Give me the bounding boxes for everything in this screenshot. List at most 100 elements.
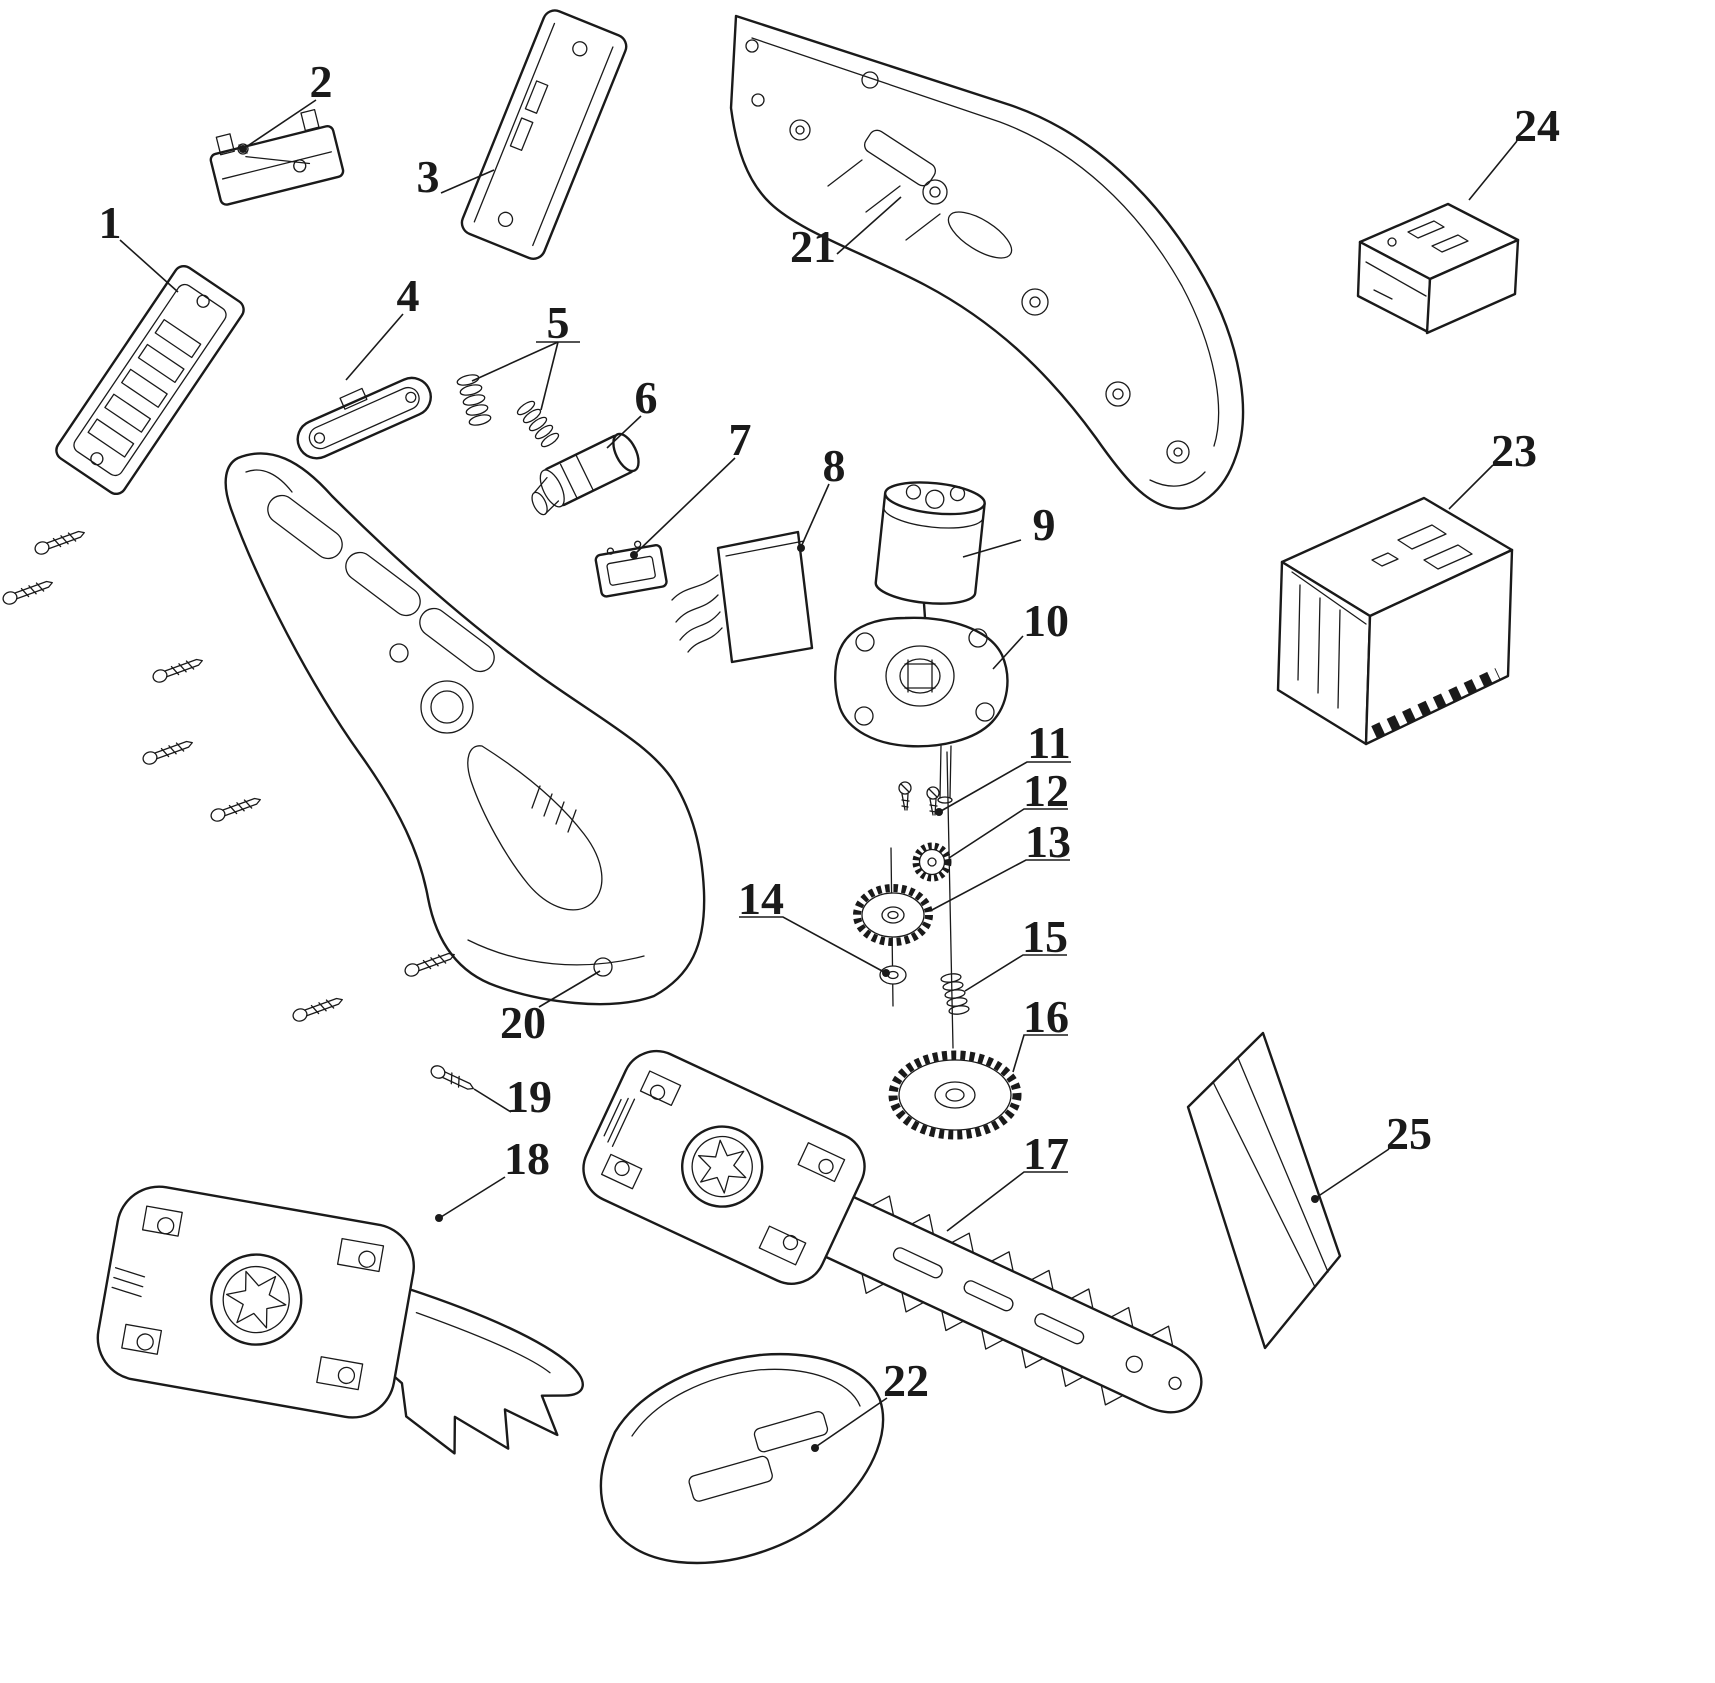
part-label-10: 10	[1023, 595, 1069, 646]
part-2-bracket	[209, 108, 345, 206]
grip-ribs	[603, 1097, 636, 1147]
part-18-shear-blade	[96, 1185, 584, 1455]
part-label-9: 9	[1033, 499, 1056, 550]
housing-slot	[947, 211, 1013, 259]
leader-23	[1448, 464, 1494, 510]
screw-hole	[855, 632, 875, 652]
screw-hole	[293, 159, 307, 173]
part-label-8: 8	[823, 440, 846, 491]
screw-hole	[389, 643, 409, 663]
part-9-motor	[874, 481, 986, 629]
leader-25	[1316, 1148, 1390, 1198]
part-label-14: 14	[738, 873, 784, 924]
star-knob	[697, 1139, 747, 1194]
part-label-2: 2	[310, 56, 333, 107]
screw-hole	[136, 1333, 154, 1351]
battery-terminals	[1371, 524, 1473, 570]
part-label-24: 24	[1514, 100, 1560, 151]
vent-slot	[87, 418, 135, 458]
screw	[404, 952, 455, 977]
vent-slot	[104, 393, 151, 433]
part-17-hedge-blade	[582, 1049, 1203, 1414]
part-label-18: 18	[504, 1133, 550, 1184]
part-19-screw	[430, 1065, 474, 1090]
screw-hole	[614, 1160, 630, 1177]
shear-teeth-blade	[391, 1287, 584, 1455]
motor-terminal	[949, 485, 966, 502]
part-15-spring	[940, 973, 970, 1015]
leader-1	[119, 239, 179, 293]
part-6-cylinder	[531, 432, 640, 516]
mounting-screws	[2, 530, 455, 1022]
spring	[516, 400, 560, 448]
part-20-handle-housing	[224, 452, 706, 1006]
part-label-5: 5	[547, 297, 570, 348]
blade-slot	[963, 1280, 1014, 1312]
leader-24	[1468, 140, 1518, 201]
leader-4	[345, 313, 404, 381]
part-label-23: 23	[1491, 425, 1537, 476]
part-label-15: 15	[1022, 911, 1068, 962]
leader-11	[940, 761, 1071, 812]
part-8-pcb-plate	[671, 530, 814, 664]
leader-8	[800, 483, 830, 548]
part-13-gear	[853, 884, 933, 946]
knob-ring	[680, 1125, 764, 1208]
screw	[142, 740, 193, 765]
screw	[152, 658, 203, 683]
screw	[34, 530, 85, 555]
cover-slot	[753, 1411, 829, 1453]
battery-latch-teeth	[1371, 668, 1501, 738]
leader-5a	[471, 341, 559, 382]
leader-14	[739, 916, 885, 973]
pivot-hole	[313, 432, 326, 444]
vent-slot	[137, 343, 185, 384]
leader-13	[929, 859, 1070, 912]
battery-side	[1364, 548, 1514, 746]
screw-hole	[854, 706, 874, 726]
leader-17	[946, 1171, 1068, 1232]
cover-slot	[688, 1455, 773, 1502]
part-10-gearbox	[834, 616, 1009, 804]
grip-ribs	[531, 785, 577, 833]
screw-hole	[572, 41, 588, 57]
leader-2	[242, 99, 317, 150]
grip-slot	[267, 494, 343, 560]
screw	[210, 797, 261, 822]
part-labels: 1 2 3 4 5 6 7 8 9 10 11 12 13 14 15 16 1…	[99, 56, 1561, 1406]
part-25-blade-sheath	[1186, 1031, 1342, 1350]
part-label-11: 11	[1027, 717, 1070, 768]
grip-ribs	[111, 1267, 146, 1298]
part-22-blade-cover	[599, 1353, 885, 1565]
part-7-switch	[594, 540, 668, 598]
part-24-charger	[1356, 202, 1520, 335]
leader-lines	[119, 99, 1518, 1452]
leader-5b	[540, 341, 559, 411]
part-label-22: 22	[883, 1355, 929, 1406]
part-label-20: 20	[500, 997, 546, 1048]
star-knob	[226, 1270, 287, 1329]
part-11-screws	[898, 781, 940, 816]
part-label-3: 3	[417, 151, 440, 202]
screw-hole	[196, 294, 210, 308]
part-4-lock-lever	[296, 376, 432, 460]
part-label-21: 21	[790, 221, 836, 272]
screw-hole	[157, 1217, 175, 1235]
housing-slot	[864, 129, 936, 187]
part-16-output-gear	[888, 1050, 1022, 1140]
screw-hole	[968, 628, 988, 648]
part-label-19: 19	[506, 1071, 552, 1122]
screw-hole	[593, 957, 613, 977]
screw-hole	[649, 1084, 666, 1100]
pivot-hole	[405, 391, 417, 404]
leader-19	[473, 1088, 512, 1113]
screw-hole	[337, 1366, 356, 1385]
pivot-boss	[420, 680, 474, 734]
screw-boss	[789, 71, 1190, 464]
screw-hole	[90, 452, 104, 466]
screw-hole	[782, 1234, 799, 1251]
leader-3	[440, 169, 495, 194]
plate-slot	[509, 117, 534, 151]
